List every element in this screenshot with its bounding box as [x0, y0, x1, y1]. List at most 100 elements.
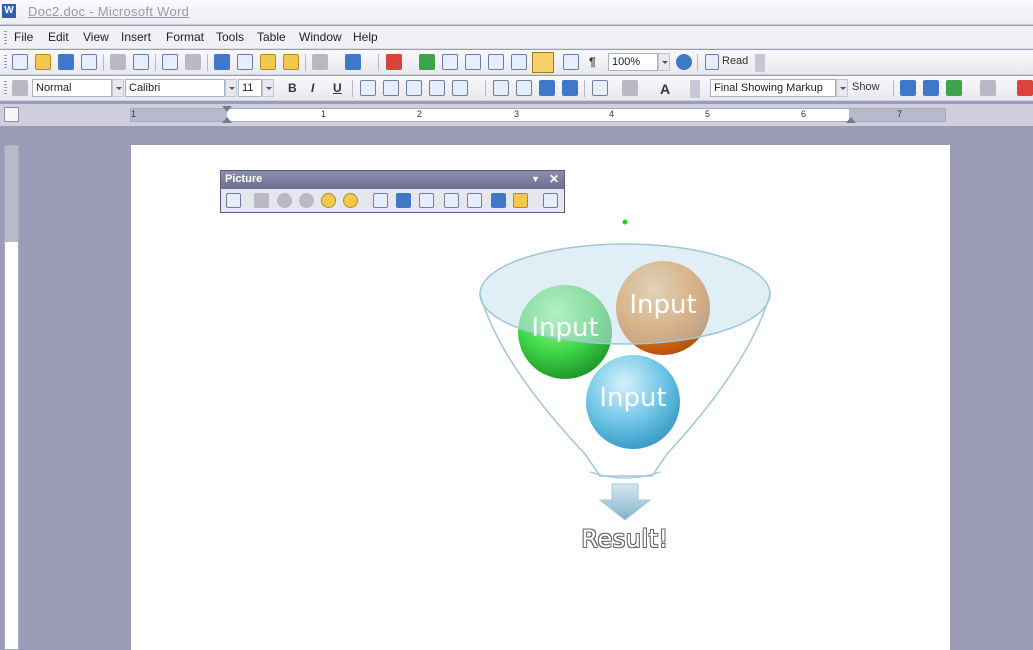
style-field[interactable]: Normal	[32, 79, 112, 97]
color-icon[interactable]	[254, 193, 269, 208]
redo-icon[interactable]	[345, 54, 361, 70]
reset-picture-icon[interactable]	[543, 193, 558, 208]
reject-change-icon[interactable]	[980, 80, 996, 96]
vertical-ruler[interactable]	[4, 145, 19, 650]
rotation-handle[interactable]	[622, 219, 628, 225]
spelling-icon[interactable]	[162, 54, 178, 70]
insert-hyperlink-icon[interactable]	[419, 54, 435, 70]
menu-insert[interactable]: Insert	[121, 30, 152, 44]
display-for-review-field[interactable]: Final Showing Markup	[710, 79, 836, 97]
first-line-indent-icon[interactable]	[222, 106, 232, 112]
toolbar-grip-icon[interactable]	[4, 55, 7, 70]
permission-icon[interactable]	[81, 54, 97, 70]
funnel-diagram[interactable]: Input Input Input Result!	[470, 214, 780, 559]
columns-icon[interactable]	[511, 54, 527, 70]
bold-button[interactable]: B	[288, 81, 297, 95]
toolbar-options-dropdown-icon[interactable]: ▼	[531, 174, 540, 184]
align-center-icon[interactable]	[383, 80, 399, 96]
close-icon[interactable]: ✕	[549, 172, 560, 186]
show-markup-button[interactable]: Show	[852, 81, 880, 93]
paste-icon[interactable]	[260, 54, 276, 70]
decrease-indent-icon[interactable]	[539, 80, 555, 96]
insert-excel-icon[interactable]	[488, 54, 504, 70]
compress-pictures-icon[interactable]	[444, 193, 459, 208]
accept-change-icon[interactable]	[946, 80, 962, 96]
format-picture-icon[interactable]	[491, 193, 506, 208]
toolbar-grip-icon[interactable]	[4, 81, 7, 96]
menu-edit[interactable]: Edit	[48, 30, 69, 44]
bullets-icon[interactable]	[516, 80, 532, 96]
previous-change-icon[interactable]	[900, 80, 916, 96]
font-size-dropdown-icon[interactable]	[262, 79, 274, 97]
borders-icon[interactable]	[592, 80, 608, 96]
font-size-field[interactable]: 11	[238, 79, 262, 97]
less-brightness-icon[interactable]	[343, 193, 358, 208]
align-left-icon[interactable]	[360, 80, 376, 96]
menu-tools[interactable]: Tools	[216, 30, 245, 44]
ink-annotations-icon[interactable]	[386, 54, 402, 70]
toolbar-options-icon[interactable]	[755, 54, 765, 72]
menu-file[interactable]: File	[14, 30, 34, 44]
menu-window[interactable]: Window	[299, 30, 342, 44]
horizontal-ruler[interactable]: 1 1 2 3 4 5 6 7	[130, 108, 946, 122]
tables-borders-icon[interactable]	[442, 54, 458, 70]
document-map-icon[interactable]	[563, 54, 579, 70]
style-dropdown-icon[interactable]	[112, 79, 124, 97]
italic-button[interactable]: I	[311, 81, 315, 95]
save-icon[interactable]	[58, 54, 74, 70]
right-indent-icon[interactable]	[846, 117, 856, 123]
hanging-indent-icon[interactable]	[222, 117, 232, 123]
font-dropdown-icon[interactable]	[225, 79, 237, 97]
font-color-icon[interactable]: A	[660, 81, 671, 97]
input-circle-blue[interactable]	[586, 355, 680, 449]
open-folder-icon[interactable]	[35, 54, 51, 70]
print-icon[interactable]	[110, 54, 126, 70]
styles-formatting-icon[interactable]	[12, 80, 28, 96]
justify-icon[interactable]	[429, 80, 445, 96]
line-style-icon[interactable]	[419, 193, 434, 208]
print-preview-icon[interactable]	[133, 54, 149, 70]
read-button[interactable]: Read	[722, 55, 749, 67]
align-right-icon[interactable]	[406, 80, 422, 96]
read-icon[interactable]	[705, 54, 719, 70]
picture-toolbar-titlebar[interactable]: Picture ▼ ✕	[221, 171, 564, 189]
more-brightness-icon[interactable]	[321, 193, 336, 208]
font-field[interactable]: Calibri	[125, 79, 225, 97]
line-spacing-icon[interactable]	[452, 80, 468, 96]
more-contrast-icon[interactable]	[277, 193, 292, 208]
cut-icon[interactable]	[214, 54, 230, 70]
less-contrast-icon[interactable]	[299, 193, 314, 208]
set-transparent-color-icon[interactable]	[513, 193, 528, 208]
research-icon[interactable]	[185, 54, 201, 70]
zoom-dropdown-icon[interactable]	[658, 53, 670, 71]
document-page[interactable]	[131, 145, 950, 650]
show-hide-icon[interactable]: ¶	[589, 55, 596, 69]
insert-picture-icon[interactable]	[226, 193, 241, 208]
menu-view[interactable]: View	[83, 30, 109, 44]
menu-help[interactable]: Help	[353, 30, 378, 44]
crop-icon[interactable]	[373, 193, 388, 208]
menu-table[interactable]: Table	[257, 30, 286, 44]
toolbar-grip-icon[interactable]	[4, 31, 7, 44]
menu-format[interactable]: Format	[166, 30, 205, 44]
rotate-left-icon[interactable]	[396, 193, 411, 208]
tab-selector-icon[interactable]	[4, 107, 19, 122]
new-document-icon[interactable]	[12, 54, 28, 70]
track-changes-icon[interactable]	[1017, 80, 1033, 96]
undo-icon[interactable]	[312, 54, 328, 70]
next-change-icon[interactable]	[923, 80, 939, 96]
underline-button[interactable]: U	[333, 81, 342, 95]
word-app-icon[interactable]: W	[2, 4, 16, 18]
increase-indent-icon[interactable]	[562, 80, 578, 96]
text-wrapping-icon[interactable]	[467, 193, 482, 208]
drawing-icon[interactable]	[532, 52, 554, 73]
copy-icon[interactable]	[237, 54, 253, 70]
numbering-icon[interactable]	[493, 80, 509, 96]
zoom-field[interactable]: 100%	[608, 53, 658, 71]
display-for-review-dropdown-icon[interactable]	[836, 79, 848, 97]
insert-table-icon[interactable]	[465, 54, 481, 70]
highlight-icon[interactable]	[622, 80, 638, 96]
toolbar-options-icon[interactable]	[690, 80, 700, 98]
format-painter-icon[interactable]	[283, 54, 299, 70]
help-icon[interactable]	[676, 54, 692, 70]
